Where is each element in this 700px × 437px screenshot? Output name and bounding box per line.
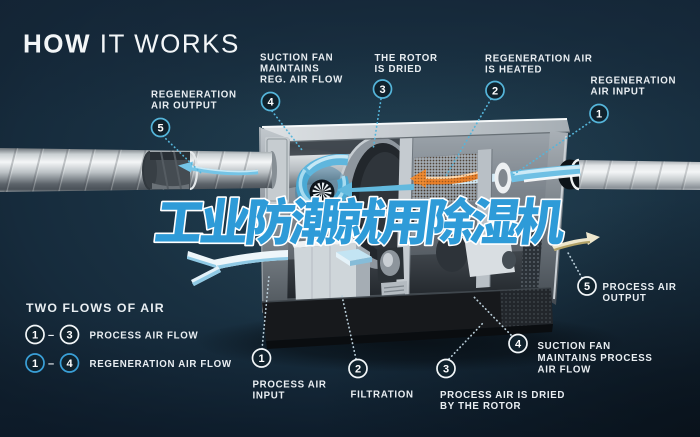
svg-text:4: 4: [267, 97, 274, 109]
svg-text:1: 1: [32, 358, 38, 370]
svg-text:HOW IT WORKS: HOW IT WORKS: [23, 29, 240, 59]
svg-text:1: 1: [258, 353, 264, 365]
svg-text:5: 5: [584, 281, 590, 293]
svg-text:3: 3: [379, 84, 385, 96]
svg-text:4: 4: [66, 358, 73, 370]
svg-text:5: 5: [157, 123, 163, 135]
svg-text:3: 3: [66, 330, 72, 342]
svg-text:–: –: [48, 358, 54, 370]
svg-text:PROCESS AIR FLOW: PROCESS AIR FLOW: [90, 331, 199, 342]
svg-text:4: 4: [515, 339, 522, 351]
svg-text:1: 1: [32, 330, 38, 342]
svg-text:–: –: [48, 330, 54, 342]
svg-text:REGENERATION AIR FLOW: REGENERATION AIR FLOW: [90, 359, 232, 370]
svg-text:TWO FLOWS OF AIR: TWO FLOWS OF AIR: [26, 301, 165, 315]
svg-text:3: 3: [443, 364, 449, 376]
svg-text:2: 2: [492, 86, 498, 98]
svg-text:2: 2: [355, 364, 361, 376]
svg-text:FILTRATION: FILTRATION: [351, 390, 414, 401]
svg-text:1: 1: [596, 109, 602, 121]
